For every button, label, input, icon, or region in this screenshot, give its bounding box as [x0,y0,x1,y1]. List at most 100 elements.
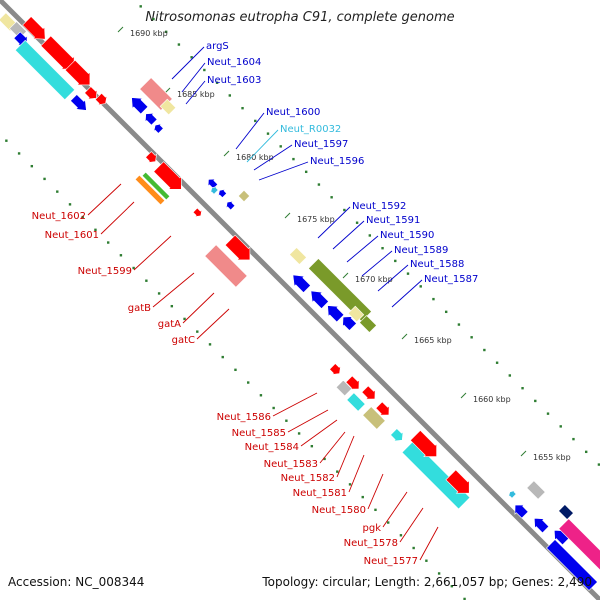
gene-arrow [144,112,158,126]
leader-line [377,264,409,292]
tick-track-inner [297,432,301,435]
tick-track-outer [317,183,321,186]
gene-arrow [210,186,219,195]
tick-track-outer [521,387,524,390]
tick-track-inner [170,304,174,308]
leader-line [367,473,384,510]
label-neut_1584: Neut_1584 [245,442,299,453]
leader-line [133,235,172,271]
leader-line [253,144,293,171]
gene-arrow [207,178,219,190]
gene-box [401,440,471,510]
gene-box [141,171,171,201]
gene-arrow [153,123,164,134]
gene-box [237,189,251,203]
gene-arrow [70,94,87,111]
tick-track-outer [152,17,155,21]
tick-track-outer [559,425,562,428]
tick-track-inner [119,254,123,257]
tick-track-inner [30,164,34,168]
gene-arrow [292,274,312,294]
scale-label: 1685 kbp [177,90,215,99]
gene-arrow [153,161,182,190]
leader-line [332,220,365,250]
leader-line [391,279,423,308]
scale-label: 1660 kbp [473,395,511,404]
label-gatb: gatB [128,303,151,314]
gene-box [134,174,166,206]
tick-track-outer [241,106,244,110]
label-neut_1578: Neut_1578 [344,538,398,549]
leader-line [258,161,309,181]
tick-track-inner [425,559,428,562]
label-neut_r0032: Neut_R0032 [280,124,341,135]
tick-track-outer [254,119,257,123]
tick-track-outer [139,5,142,8]
tick-track-inner [208,343,212,346]
gene-box [558,518,600,571]
leader-line [100,201,135,235]
tick-track-inner [387,521,390,524]
scale-label: 1655 kbp [533,453,571,462]
scale-tick [117,26,124,33]
gene-arrow [217,188,228,199]
tick-track-outer [483,348,486,352]
tick-track-inner [323,457,326,461]
gene-arrow [225,200,236,211]
tick-track-outer [203,68,206,72]
scale-tick [520,450,527,457]
tick-track-outer [177,43,181,46]
gene-box [308,258,372,322]
leader-line [272,392,318,417]
tick-track-outer [495,361,499,364]
leader-line [196,308,230,340]
label-neut_1586: Neut_1586 [217,412,271,423]
label-neut_1590: Neut_1590 [380,230,434,241]
label-args: argS [206,41,229,52]
gene-arrow [514,504,529,519]
tick-track-outer [190,56,193,59]
label-neut_1588: Neut_1588 [410,259,464,270]
tick-track-outer [406,272,410,275]
leader-line [87,183,122,216]
tick-track-outer [330,196,333,199]
gene-arrow [192,207,203,218]
leader-line [185,80,206,105]
leader-line [152,272,195,308]
leader-line [287,409,329,433]
tick-track-outer [215,81,219,84]
gene-arrow [361,385,376,400]
leader-line [419,526,439,561]
label-neut_1599: Neut_1599 [78,266,132,277]
tick-track-inner [56,190,59,193]
tick-track-outer [355,221,359,224]
tick-track-outer [304,170,308,174]
tick-track-outer [584,450,588,454]
gene-box [558,504,574,520]
leader-line [181,62,206,93]
gene-box [159,98,177,116]
label-neut_1577: Neut_1577 [364,556,418,567]
gene-box [346,392,366,412]
leader-line [246,129,279,163]
tick-track-inner [68,203,72,206]
tick-track-inner [17,152,21,155]
scale-label: 1675 kbp [297,215,335,224]
scale-tick [460,392,467,399]
gene-box [546,539,598,591]
leader-line [300,419,338,447]
tick-track-outer [470,336,473,339]
tick-track-inner [450,584,454,588]
genome-summary: Topology: circular; Length: 2,661,057 bp… [262,575,592,589]
gene-arrow [390,428,404,442]
tick-track-inner [259,394,263,397]
gene-arrow [342,316,357,331]
label-neut_1583: Neut_1583 [264,459,318,470]
leader-line [171,46,205,80]
label-neut_1582: Neut_1582 [281,473,335,484]
tick-track-inner [81,215,84,219]
tick-track-inner [246,381,250,384]
leader-line [382,491,408,528]
leader-line [361,250,393,277]
